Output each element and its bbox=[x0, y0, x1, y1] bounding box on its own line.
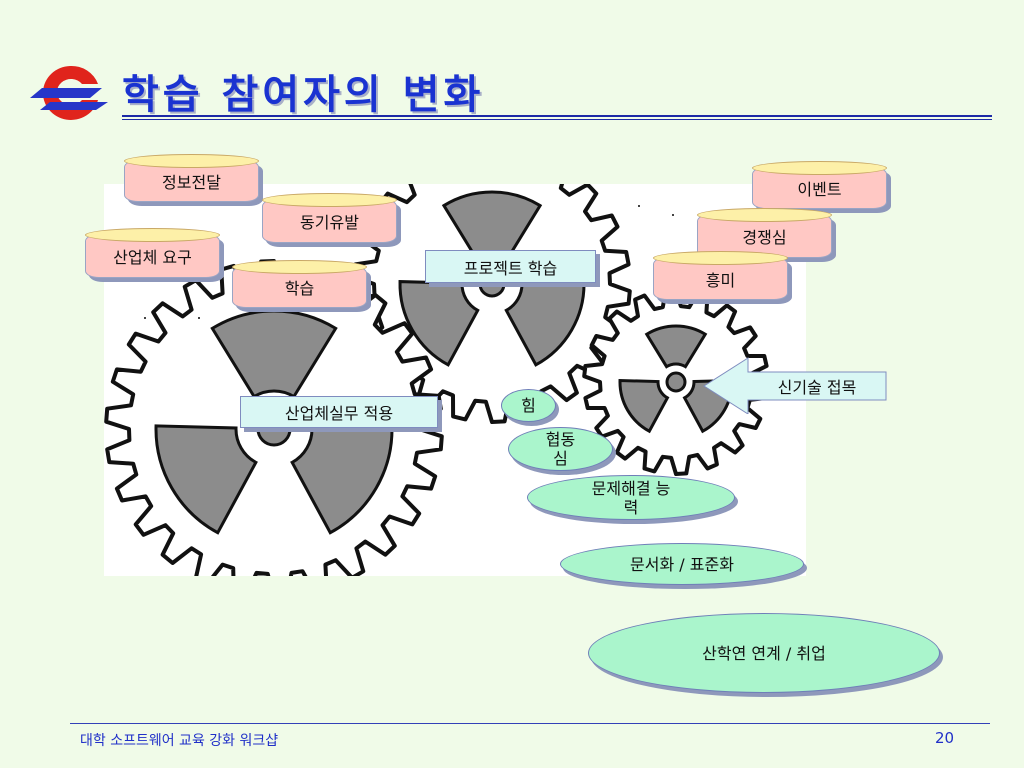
cylinder-label: 이벤트 bbox=[797, 180, 842, 199]
gears-icon bbox=[104, 184, 770, 576]
cylinder-event: 이벤트 bbox=[752, 161, 887, 209]
cylinder-learning: 학습 bbox=[232, 260, 367, 308]
cylinder-label: 학습 bbox=[284, 279, 315, 298]
gear-small-icon bbox=[582, 288, 770, 476]
cylinder-industry-demand: 산업체 요구 bbox=[85, 228, 220, 278]
ellipse-line: 협동 bbox=[545, 430, 576, 449]
ellipse-documentation: 문서화 / 표준화 bbox=[560, 543, 804, 585]
ellipse-power: 힘 bbox=[501, 389, 556, 422]
cylinder-label: 경쟁심 bbox=[742, 228, 787, 247]
cylinder-interest: 흥미 bbox=[653, 251, 788, 300]
footer-text: 대학 소프트웨어 교육 강화 워크샵 bbox=[80, 733, 279, 749]
box-industry-practice: 산업체실무 적용 bbox=[240, 396, 438, 428]
slide-title: 학습 참여자의 변화 bbox=[122, 72, 485, 118]
cylinder-label: 정보전달 bbox=[162, 173, 221, 192]
ellipse-line: 문제해결 능 bbox=[591, 478, 671, 498]
ellipse-line: 력 bbox=[623, 497, 639, 517]
ellipse-employment: 산학연 연계 / 취업 bbox=[588, 613, 940, 693]
box-project-learning: 프로젝트 학습 bbox=[425, 250, 596, 283]
cylinder-competition: 경쟁심 bbox=[697, 208, 832, 258]
cylinder-info: 정보전달 bbox=[124, 154, 259, 202]
footer-rule bbox=[70, 723, 990, 724]
dot-mark bbox=[144, 317, 146, 319]
page-number: 20 bbox=[935, 729, 955, 747]
cylinder-label: 동기유발 bbox=[300, 213, 359, 232]
cylinder-motivation: 동기유발 bbox=[262, 193, 397, 243]
arrow-callout-icon bbox=[703, 357, 887, 414]
cylinder-label: 산업체 요구 bbox=[113, 248, 192, 267]
dot-mark bbox=[638, 205, 640, 207]
title-rule-thin bbox=[122, 119, 992, 120]
dot-mark bbox=[198, 317, 200, 319]
ellipse-line: 심 bbox=[553, 449, 568, 468]
dot-mark bbox=[672, 214, 674, 216]
logo-icon bbox=[30, 65, 108, 120]
title-rule bbox=[122, 115, 992, 117]
gear-illustration bbox=[104, 184, 806, 576]
callout-new-tech: 신기술 접목 bbox=[777, 378, 857, 397]
cylinder-label: 흥미 bbox=[705, 270, 736, 290]
